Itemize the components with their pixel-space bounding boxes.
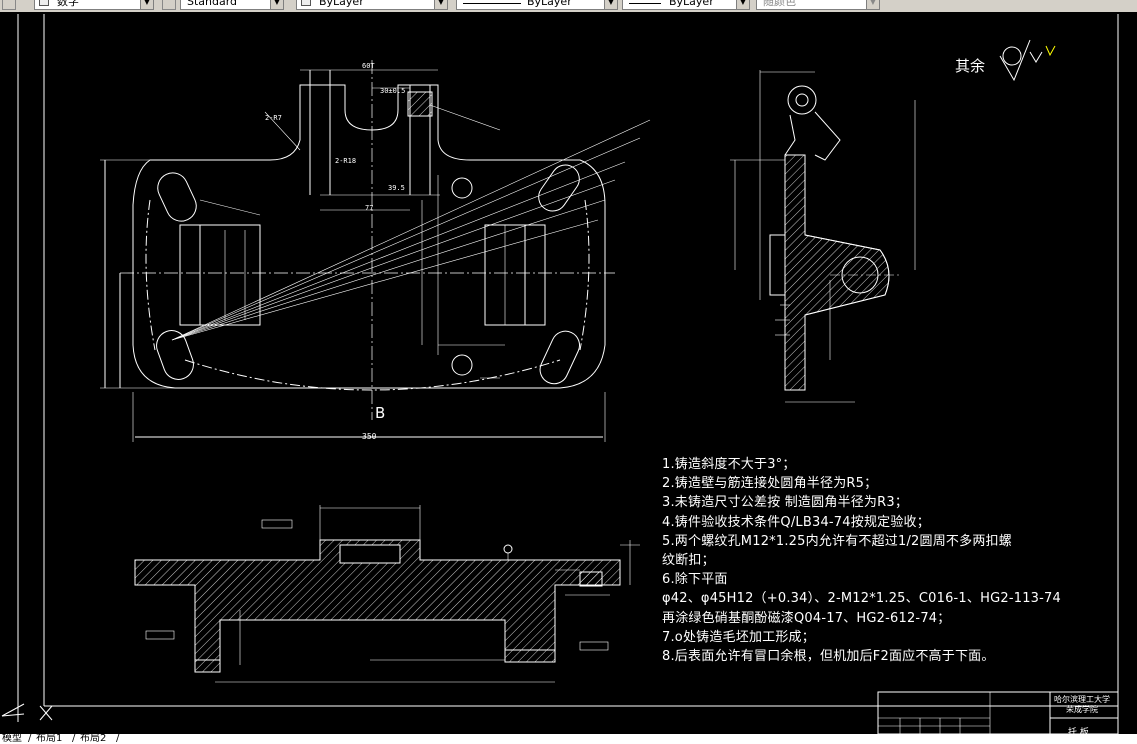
college-name: 荣成学院 xyxy=(1066,705,1098,714)
drawing-canvas[interactable]: B 其余 350 60T 30±0.5 2-R7 2-R18 39.5 77 1… xyxy=(0,12,1137,738)
note-line: 6.除下平面 xyxy=(662,572,728,588)
note-line: 7.o处铸造毛坯加工形成； xyxy=(662,629,815,645)
roughness-label: 其余 xyxy=(955,57,986,75)
text-style-icon[interactable] xyxy=(162,0,176,10)
chevron-down-icon: ▼ xyxy=(604,0,617,9)
tab-layout2[interactable]: 布局2 xyxy=(80,734,107,744)
plot-style-select[interactable]: 随颜色 ▼ xyxy=(756,0,880,10)
tab-layout1[interactable]: 布局1 xyxy=(36,734,63,744)
front-view xyxy=(100,60,651,442)
part-name: 托 板 xyxy=(1068,728,1089,738)
note-line: 再涂绿色硝基酮酚磁漆Q04-17、HG2-612-74； xyxy=(662,610,951,626)
overall-width-dim-text: 350 xyxy=(362,432,377,441)
linetype-select[interactable]: ByLayer ▼ xyxy=(456,0,618,10)
note-line: 5.两个螺纹孔M12*1.25内允许有不超过1/2圆周不多两扣螺 xyxy=(662,533,1012,549)
note-line: 纹断扣； xyxy=(662,553,715,569)
side-view xyxy=(730,70,916,403)
title-block xyxy=(877,691,1119,734)
chevron-down-icon: ▼ xyxy=(434,0,447,9)
color-swatch-icon xyxy=(301,0,311,6)
roughness-symbol xyxy=(999,39,1056,82)
lineweight-preview xyxy=(629,3,661,4)
color-select[interactable]: ByLayer ▼ xyxy=(296,0,448,10)
note-line: 3.未铸造尺寸公差按 制造圆角半径为R3； xyxy=(662,495,909,511)
chevron-down-icon: ▼ xyxy=(866,0,879,9)
note-line: φ42、φ45H12（+0.34）、2-M12*1.25、C016-1、HG2-… xyxy=(662,591,1061,607)
school-name: 哈尔滨理工大学 xyxy=(1054,695,1110,704)
dim-text: 2-R18 xyxy=(335,157,357,165)
dim-text: 77 xyxy=(365,204,374,212)
ucs-icon xyxy=(1,703,53,721)
note-line: 8.后表面允许有冒口余根，但机加后F2面应不高于下面。 xyxy=(662,649,995,665)
chevron-down-icon: ▼ xyxy=(140,0,153,9)
note-line: 4.铸件验收技术条件Q/LB34-74按规定验收； xyxy=(662,514,930,530)
section-view xyxy=(134,505,640,683)
note-line: 2.铸造壁与筋连接处圆角半径为R5； xyxy=(662,476,878,492)
dim-text: 60T xyxy=(362,62,375,70)
technical-requirements: 1.铸造斜度不大于3°； 2.铸造壁与筋连接处圆角半径为R5； 3.未铸造尺寸公… xyxy=(662,455,1082,666)
dim-text: 30±0.5 xyxy=(380,87,406,95)
chevron-down-icon: ▼ xyxy=(736,0,749,9)
text-style-select[interactable]: Standard ▼ xyxy=(180,0,284,10)
dim-text: 39.5 xyxy=(388,184,405,192)
annotation-scale-select[interactable]: 数字 ▼ xyxy=(34,0,154,10)
lineweight-select[interactable]: ByLayer ▼ xyxy=(622,0,750,10)
cad-drawing xyxy=(1,14,1119,734)
properties-toolbar: 数字 ▼ Standard ▼ ByLayer ▼ ByLayer ▼ ByLa… xyxy=(0,0,1137,13)
section-label: B xyxy=(375,404,386,422)
dim-text: 2-R7 xyxy=(265,114,282,122)
note-line: 1.铸造斜度不大于3°； xyxy=(662,457,796,472)
tab-model[interactable]: 模型 xyxy=(2,734,22,744)
toolbar-grip-icon[interactable] xyxy=(2,0,16,10)
linetype-preview xyxy=(463,3,521,4)
layout-tabs-bar: 模型 / 布局1 / 布局2 / xyxy=(0,734,1137,744)
scale-icon xyxy=(39,0,49,6)
chevron-down-icon: ▼ xyxy=(270,0,283,9)
